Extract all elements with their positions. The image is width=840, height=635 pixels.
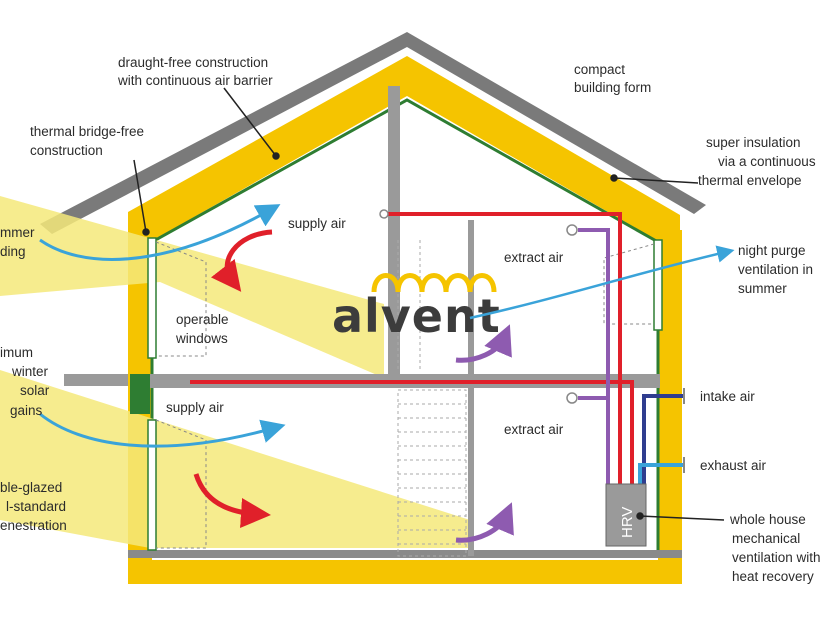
ductwork bbox=[190, 209, 685, 486]
roof-insulation bbox=[128, 56, 680, 242]
hrv-label: HRV bbox=[619, 507, 636, 538]
label-winter-solar-2: winter bbox=[11, 364, 49, 379]
label-thermal-bridge-2: construction bbox=[30, 143, 103, 158]
annotations: draught-free construction with continuou… bbox=[0, 55, 821, 584]
window-swing-lower bbox=[155, 419, 207, 549]
label-super-insulation-1: super insulation bbox=[706, 135, 801, 150]
label-intake-air: intake air bbox=[700, 389, 755, 404]
airflow-arrows bbox=[39, 204, 735, 543]
right-partition-upper bbox=[468, 220, 474, 378]
label-whole-house-2: mechanical bbox=[732, 531, 800, 546]
label-whole-house-3: ventilation with bbox=[732, 550, 821, 565]
floor-insulation bbox=[128, 560, 682, 584]
label-night-purge-1: night purge bbox=[738, 243, 806, 258]
sun-ray-icon bbox=[0, 196, 384, 378]
exhaust-duct bbox=[638, 463, 684, 486]
ceiling-diffuser-icon bbox=[379, 209, 389, 219]
window-swing-upper bbox=[155, 241, 207, 357]
label-night-purge-2: ventilation in bbox=[738, 262, 813, 277]
supply-duct-lower bbox=[190, 380, 634, 486]
label-operable-windows-2: windows bbox=[175, 331, 228, 346]
label-whole-house-4: heat recovery bbox=[732, 569, 814, 584]
ceiling-diffuser-icon bbox=[566, 392, 578, 404]
central-partition bbox=[388, 86, 400, 378]
extract-duct-upper bbox=[578, 228, 610, 486]
label-winter-solar-1: imum bbox=[0, 345, 33, 360]
supply-duct-upper bbox=[388, 212, 622, 486]
label-supply-air-lower: supply air bbox=[166, 400, 224, 415]
fresh-air-arrow-icon bbox=[469, 245, 735, 320]
label-extract-air-lower: extract air bbox=[504, 422, 564, 437]
label-summer-shading-2: ding bbox=[0, 244, 26, 259]
label-whole-house-1: whole house bbox=[729, 512, 806, 527]
label-thermal-bridge-1: thermal bridge-free bbox=[30, 124, 144, 139]
window-upper-right bbox=[653, 239, 663, 331]
fresh-air-arrow-icon bbox=[39, 204, 281, 261]
label-night-purge-3: summer bbox=[738, 281, 787, 296]
label-compact-1: compact bbox=[574, 62, 625, 77]
label-super-insulation-3: thermal envelope bbox=[698, 173, 802, 188]
label-glazing-1: ble-glazed bbox=[0, 480, 62, 495]
internal-structure bbox=[64, 86, 663, 557]
base-slab bbox=[128, 550, 682, 558]
right-partition-lower bbox=[468, 388, 474, 556]
staircase bbox=[397, 240, 467, 557]
brand-logo: alvent bbox=[332, 273, 501, 343]
label-compact-2: building form bbox=[574, 80, 651, 95]
label-extract-air-upper: extract air bbox=[504, 250, 564, 265]
window-upper-left bbox=[147, 237, 157, 359]
brand-arch-icon bbox=[371, 273, 497, 293]
label-winter-solar-3: solar bbox=[20, 383, 50, 398]
label-summer-shading-1: mmer bbox=[0, 225, 35, 240]
supply-air-arrow-icon bbox=[193, 473, 271, 528]
label-operable-windows-1: operable bbox=[176, 312, 229, 327]
label-exhaust-air: exhaust air bbox=[700, 458, 767, 473]
label-supply-air-upper: supply air bbox=[288, 216, 346, 231]
label-winter-solar-4: gains bbox=[10, 403, 43, 418]
window-swing-right bbox=[603, 243, 655, 325]
label-super-insulation-2: via a continuous bbox=[718, 154, 816, 169]
window-lower-left bbox=[147, 419, 157, 551]
label-draught-free-2: with continuous air barrier bbox=[117, 73, 273, 88]
extract-air-arrow-icon bbox=[455, 324, 512, 363]
intake-duct bbox=[642, 394, 684, 486]
supply-air-arrow-icon bbox=[210, 229, 273, 292]
balcony-door bbox=[130, 374, 150, 414]
extract-air-arrow-icon bbox=[455, 502, 514, 543]
ceiling-diffuser-icon bbox=[566, 224, 578, 236]
brand-name: alvent bbox=[332, 289, 501, 343]
balcony-overhang bbox=[64, 374, 128, 386]
label-draught-free-1: draught-free construction bbox=[118, 55, 268, 70]
leader-lines bbox=[133, 87, 725, 521]
sun-ray-icon bbox=[0, 370, 470, 548]
label-glazing-3: enestration bbox=[0, 518, 67, 533]
fresh-air-arrow-icon bbox=[39, 412, 286, 448]
roof-board bbox=[40, 32, 706, 234]
sun-rays bbox=[0, 196, 470, 548]
label-glazing-2: l-standard bbox=[6, 499, 66, 514]
